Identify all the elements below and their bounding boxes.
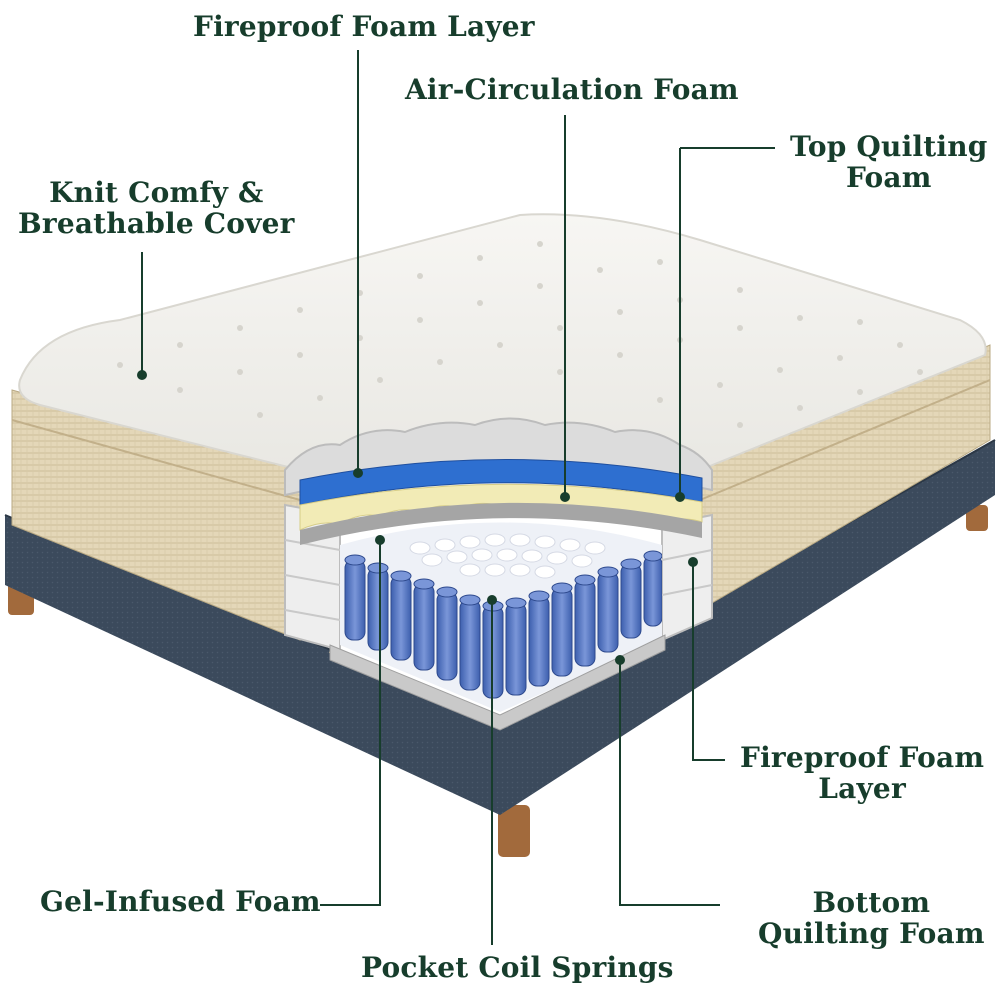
- label-air-circulation-foam: Air-Circulation Foam: [405, 73, 739, 106]
- label-pocket-coil-springs: Pocket Coil Springs: [361, 951, 674, 984]
- label-gel-infused-foam: Gel-Infused Foam: [40, 885, 321, 918]
- label-bottom-quilting-foam: Bottom Quilting Foam: [758, 886, 985, 950]
- leg-front: [498, 805, 530, 857]
- label-fireproof-foam-layer-side: Fireproof Foam Layer: [740, 741, 985, 805]
- label-fireproof-foam-layer-top: Fireproof Foam Layer: [193, 10, 535, 43]
- leader-dots: [137, 370, 698, 665]
- label-top-quilting-foam: Top Quilting Foam: [790, 130, 988, 194]
- leader-lines: [141, 50, 775, 945]
- label-knit-cover: Knit Comfy & Breathable Cover: [18, 176, 295, 240]
- leg-right: [966, 505, 988, 531]
- cutaway-section: [284, 417, 713, 731]
